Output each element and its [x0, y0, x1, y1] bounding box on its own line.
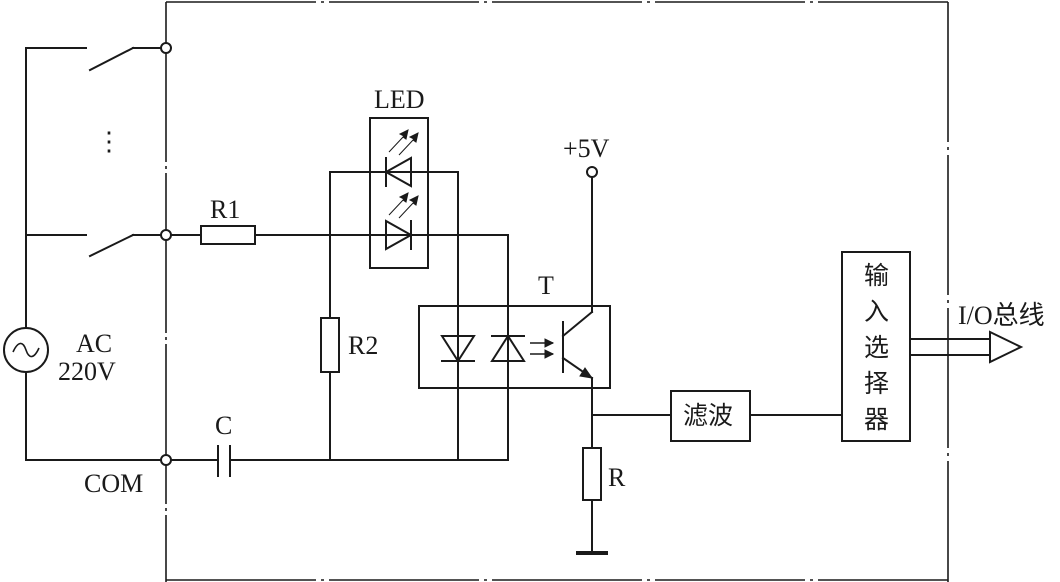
vcc-terminal — [586, 166, 598, 178]
opto-diode-up — [490, 334, 526, 362]
selector-char-5: 器 — [864, 405, 889, 434]
phototransistor — [561, 310, 594, 380]
ac-voltage-label: 220V — [58, 357, 116, 386]
io-bus-label: I/O总线 — [958, 301, 1045, 330]
ac-source — [3, 327, 49, 373]
more-switches-ellipsis: ⋮ — [96, 127, 122, 156]
capacitor-c — [217, 445, 231, 477]
terminal-n — [160, 229, 172, 241]
io-bus-arrow — [909, 330, 1024, 364]
ac-label: AC — [76, 329, 112, 358]
terminal-1 — [160, 42, 172, 54]
vcc-label: +5V — [563, 134, 610, 163]
led-box — [369, 117, 429, 269]
switch-top — [88, 46, 167, 72]
r-label: R — [608, 463, 626, 492]
resistor-r — [582, 447, 602, 501]
com-label: COM — [84, 469, 143, 498]
t-label: T — [538, 271, 554, 300]
switch-bottom — [88, 233, 167, 258]
led-diode-upper — [383, 129, 419, 188]
module-boundary — [165, 1, 949, 582]
r2-label: R2 — [348, 331, 378, 360]
input-selector-block — [841, 251, 911, 442]
c-label: C — [215, 411, 232, 440]
led-diode-lower — [385, 192, 419, 251]
resistor-r2 — [320, 317, 340, 373]
r1-label: R1 — [210, 195, 240, 224]
filter-label: 滤波 — [683, 401, 733, 430]
selector-char-3: 选 — [864, 333, 889, 362]
internal-wires — [170, 171, 509, 461]
selector-char-4: 择 — [864, 369, 889, 398]
terminal-com — [160, 454, 172, 466]
opto-light-arrows — [530, 338, 555, 359]
opto-diode-down — [440, 335, 476, 363]
optocoupler-box — [418, 305, 611, 389]
ac-loop-wires — [25, 47, 167, 461]
led-label: LED — [374, 85, 425, 114]
resistor-r1 — [200, 225, 256, 245]
selector-char-1: 输 — [864, 261, 889, 290]
selector-char-2: 入 — [864, 297, 889, 326]
